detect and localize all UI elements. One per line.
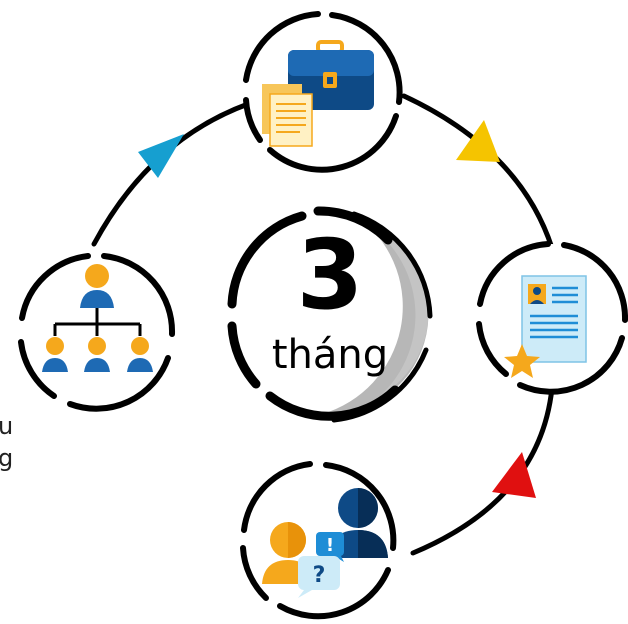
cropped-text-line-1: u: [0, 412, 13, 440]
node-hierarchy: [18, 253, 176, 412]
connector-top-to-right: [401, 93, 555, 251]
center-badge: 3 tháng: [227, 206, 433, 423]
people-question-exclamation-icon: ! ?: [262, 488, 388, 598]
moon-shape: [322, 220, 429, 415]
node-work: [243, 11, 403, 173]
svg-text:?: ?: [313, 563, 326, 588]
node-cv: [476, 241, 628, 395]
arrow-top-right: [456, 120, 500, 162]
cropped-text-line-2: g: [0, 444, 13, 472]
center-caption: tháng: [272, 332, 388, 378]
center-number: 3: [297, 219, 364, 331]
svg-text:!: !: [326, 535, 334, 556]
arrow-bottom-right: [492, 452, 536, 498]
connector-right-to-bottom: [410, 385, 555, 556]
star-icon: [504, 344, 540, 378]
arrow-top-left: [138, 134, 184, 178]
resume-with-star-icon: [504, 275, 587, 378]
connector-left-to-top: [91, 101, 251, 247]
org-chart-icon: [42, 264, 153, 372]
node-discussion: ! ?: [240, 461, 397, 620]
briefcase-with-documents-icon: [262, 40, 374, 147]
